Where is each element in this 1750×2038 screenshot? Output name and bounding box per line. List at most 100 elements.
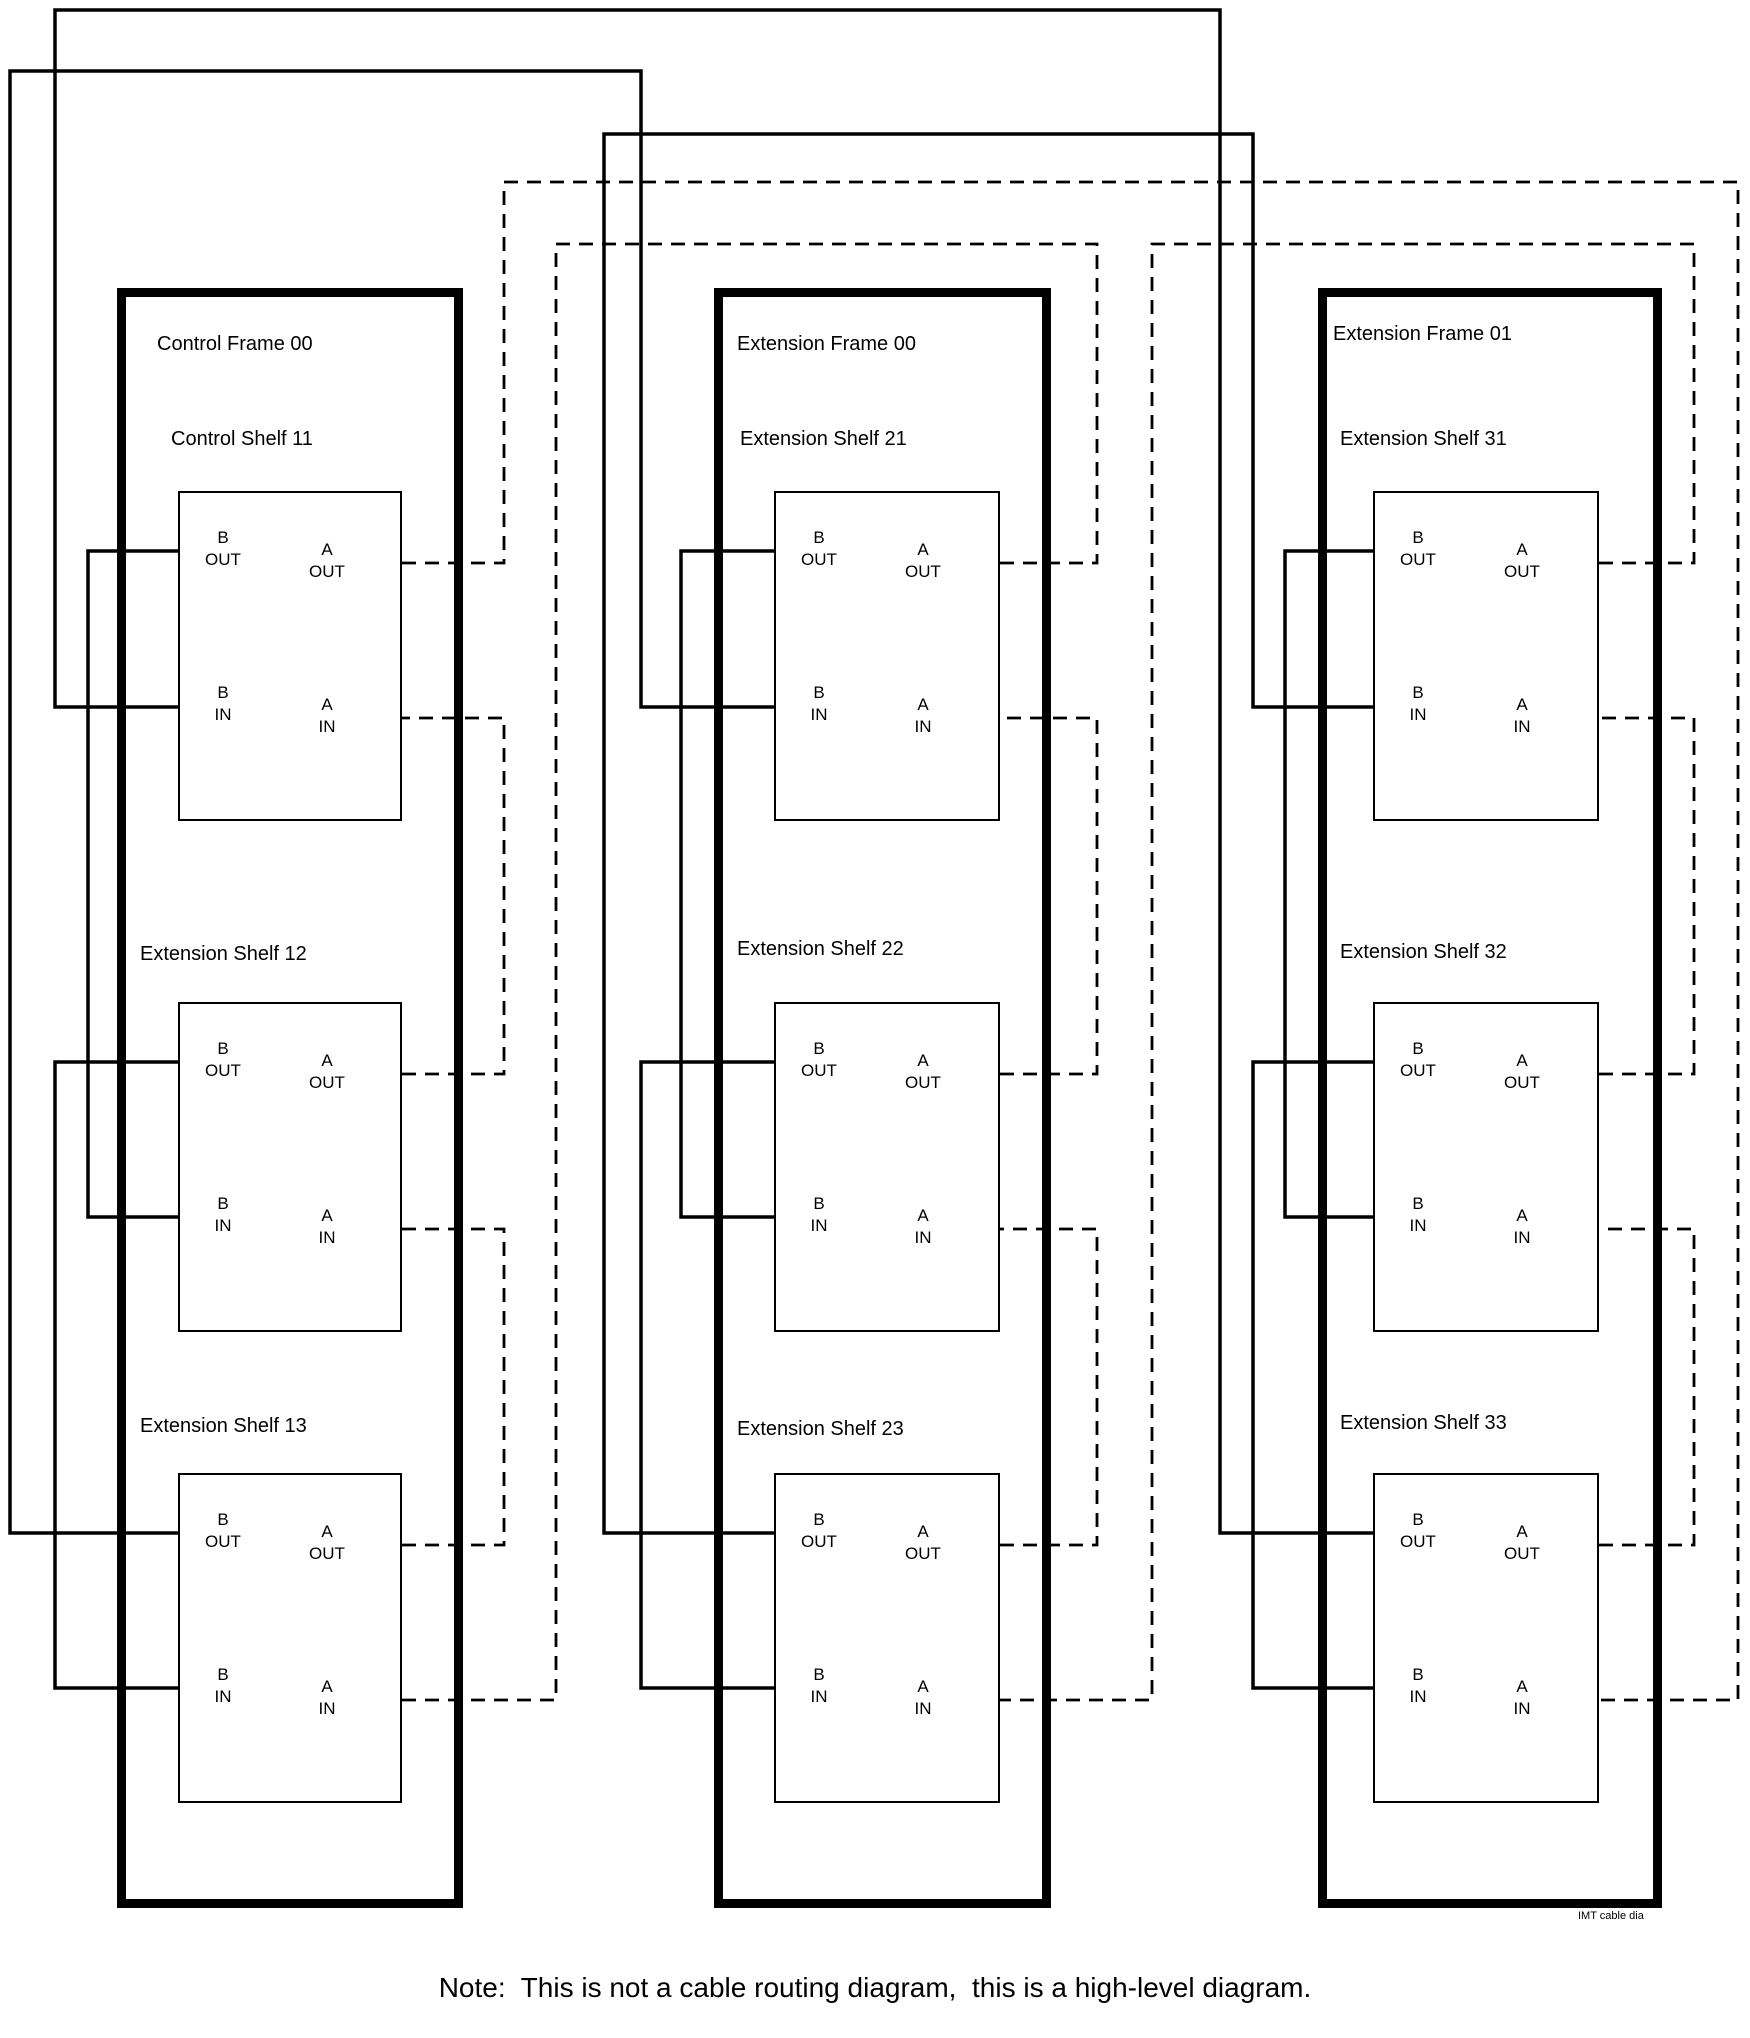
- port-label: OUT: [205, 550, 241, 569]
- port-label: A: [917, 540, 929, 559]
- frame-title: Control Frame 00: [157, 333, 313, 355]
- port-a-out: A OUT: [296, 539, 358, 583]
- port-b-out: B OUT: [1387, 1509, 1449, 1553]
- shelf-title: Extension Shelf 33: [1340, 1412, 1507, 1434]
- port-label: B: [1412, 1665, 1424, 1684]
- watermark-text: IMT cable dia: [1578, 1910, 1644, 1922]
- shelf-title: Extension Shelf 22: [737, 938, 904, 960]
- port-b-in: B IN: [192, 1664, 254, 1708]
- port-label: OUT: [905, 1073, 941, 1092]
- port-label: IN: [1513, 1699, 1531, 1718]
- port-label: A: [321, 695, 333, 714]
- port-a-out: A OUT: [892, 539, 954, 583]
- port-label: IN: [810, 1216, 828, 1235]
- port-label: IN: [1513, 1228, 1531, 1247]
- port-label: B: [813, 1665, 825, 1684]
- port-a-in: A IN: [296, 1676, 358, 1720]
- port-label: IN: [1409, 1687, 1427, 1706]
- port-label: A: [321, 540, 333, 559]
- port-label: B: [1412, 528, 1424, 547]
- port-label: B: [1412, 1194, 1424, 1213]
- port-label: B: [1412, 1039, 1424, 1058]
- port-label: IN: [214, 1687, 232, 1706]
- port-label: OUT: [1400, 1532, 1436, 1551]
- port-label: B: [1412, 683, 1424, 702]
- port-label: B: [813, 528, 825, 547]
- port-label: IN: [1513, 717, 1531, 736]
- port-label: IN: [318, 1228, 336, 1247]
- shelf-title: Extension Shelf 31: [1340, 428, 1507, 450]
- port-label: OUT: [801, 1532, 837, 1551]
- port-a-in: A IN: [1491, 1676, 1553, 1720]
- port-label: B: [1412, 1510, 1424, 1529]
- port-label: OUT: [1504, 562, 1540, 581]
- port-label: OUT: [905, 1544, 941, 1563]
- shelf-box-13: [178, 1473, 402, 1803]
- shelf-box-33: [1373, 1473, 1599, 1803]
- shelf-title: Extension Shelf 23: [737, 1418, 904, 1440]
- shelf-box-23: [774, 1473, 1000, 1803]
- port-label: B: [813, 1039, 825, 1058]
- port-a-out: A OUT: [1491, 539, 1553, 583]
- port-label: IN: [318, 1699, 336, 1718]
- port-a-out: A OUT: [296, 1050, 358, 1094]
- port-a-in: A IN: [1491, 694, 1553, 738]
- port-b-out: B OUT: [788, 527, 850, 571]
- port-label: A: [1516, 1522, 1528, 1541]
- port-label: A: [917, 1522, 929, 1541]
- port-label: OUT: [1400, 550, 1436, 569]
- port-label: A: [917, 695, 929, 714]
- port-label: OUT: [801, 550, 837, 569]
- port-label: OUT: [205, 1532, 241, 1551]
- shelf-box-32: [1373, 1002, 1599, 1332]
- port-label: B: [217, 1510, 229, 1529]
- port-label: A: [917, 1206, 929, 1225]
- control-frame-00: [117, 288, 463, 1908]
- port-label: OUT: [1400, 1061, 1436, 1080]
- port-label: IN: [914, 717, 932, 736]
- port-a-in: A IN: [892, 694, 954, 738]
- port-label: A: [917, 1051, 929, 1070]
- port-label: OUT: [309, 562, 345, 581]
- shelf-box-11: [178, 491, 402, 821]
- port-label: OUT: [1504, 1544, 1540, 1563]
- shelf-title: Extension Shelf 13: [140, 1415, 307, 1437]
- port-label: OUT: [1504, 1073, 1540, 1092]
- port-b-out: B OUT: [788, 1509, 850, 1553]
- port-a-in: A IN: [296, 1205, 358, 1249]
- port-label: A: [321, 1206, 333, 1225]
- port-a-in: A IN: [892, 1205, 954, 1249]
- port-label: OUT: [309, 1073, 345, 1092]
- port-label: A: [1516, 1677, 1528, 1696]
- shelf-box-21: [774, 491, 1000, 821]
- port-label: B: [217, 1039, 229, 1058]
- port-label: A: [321, 1051, 333, 1070]
- port-label: A: [321, 1522, 333, 1541]
- port-label: IN: [914, 1228, 932, 1247]
- port-label: IN: [214, 1216, 232, 1235]
- port-label: IN: [810, 705, 828, 724]
- port-label: B: [813, 1510, 825, 1529]
- port-label: A: [1516, 695, 1528, 714]
- port-label: B: [217, 1665, 229, 1684]
- port-b-out: B OUT: [192, 1509, 254, 1553]
- port-label: OUT: [905, 562, 941, 581]
- port-label: A: [321, 1677, 333, 1696]
- port-label: A: [1516, 540, 1528, 559]
- frame-title: Extension Frame 00: [737, 333, 916, 355]
- port-b-out: B OUT: [1387, 527, 1449, 571]
